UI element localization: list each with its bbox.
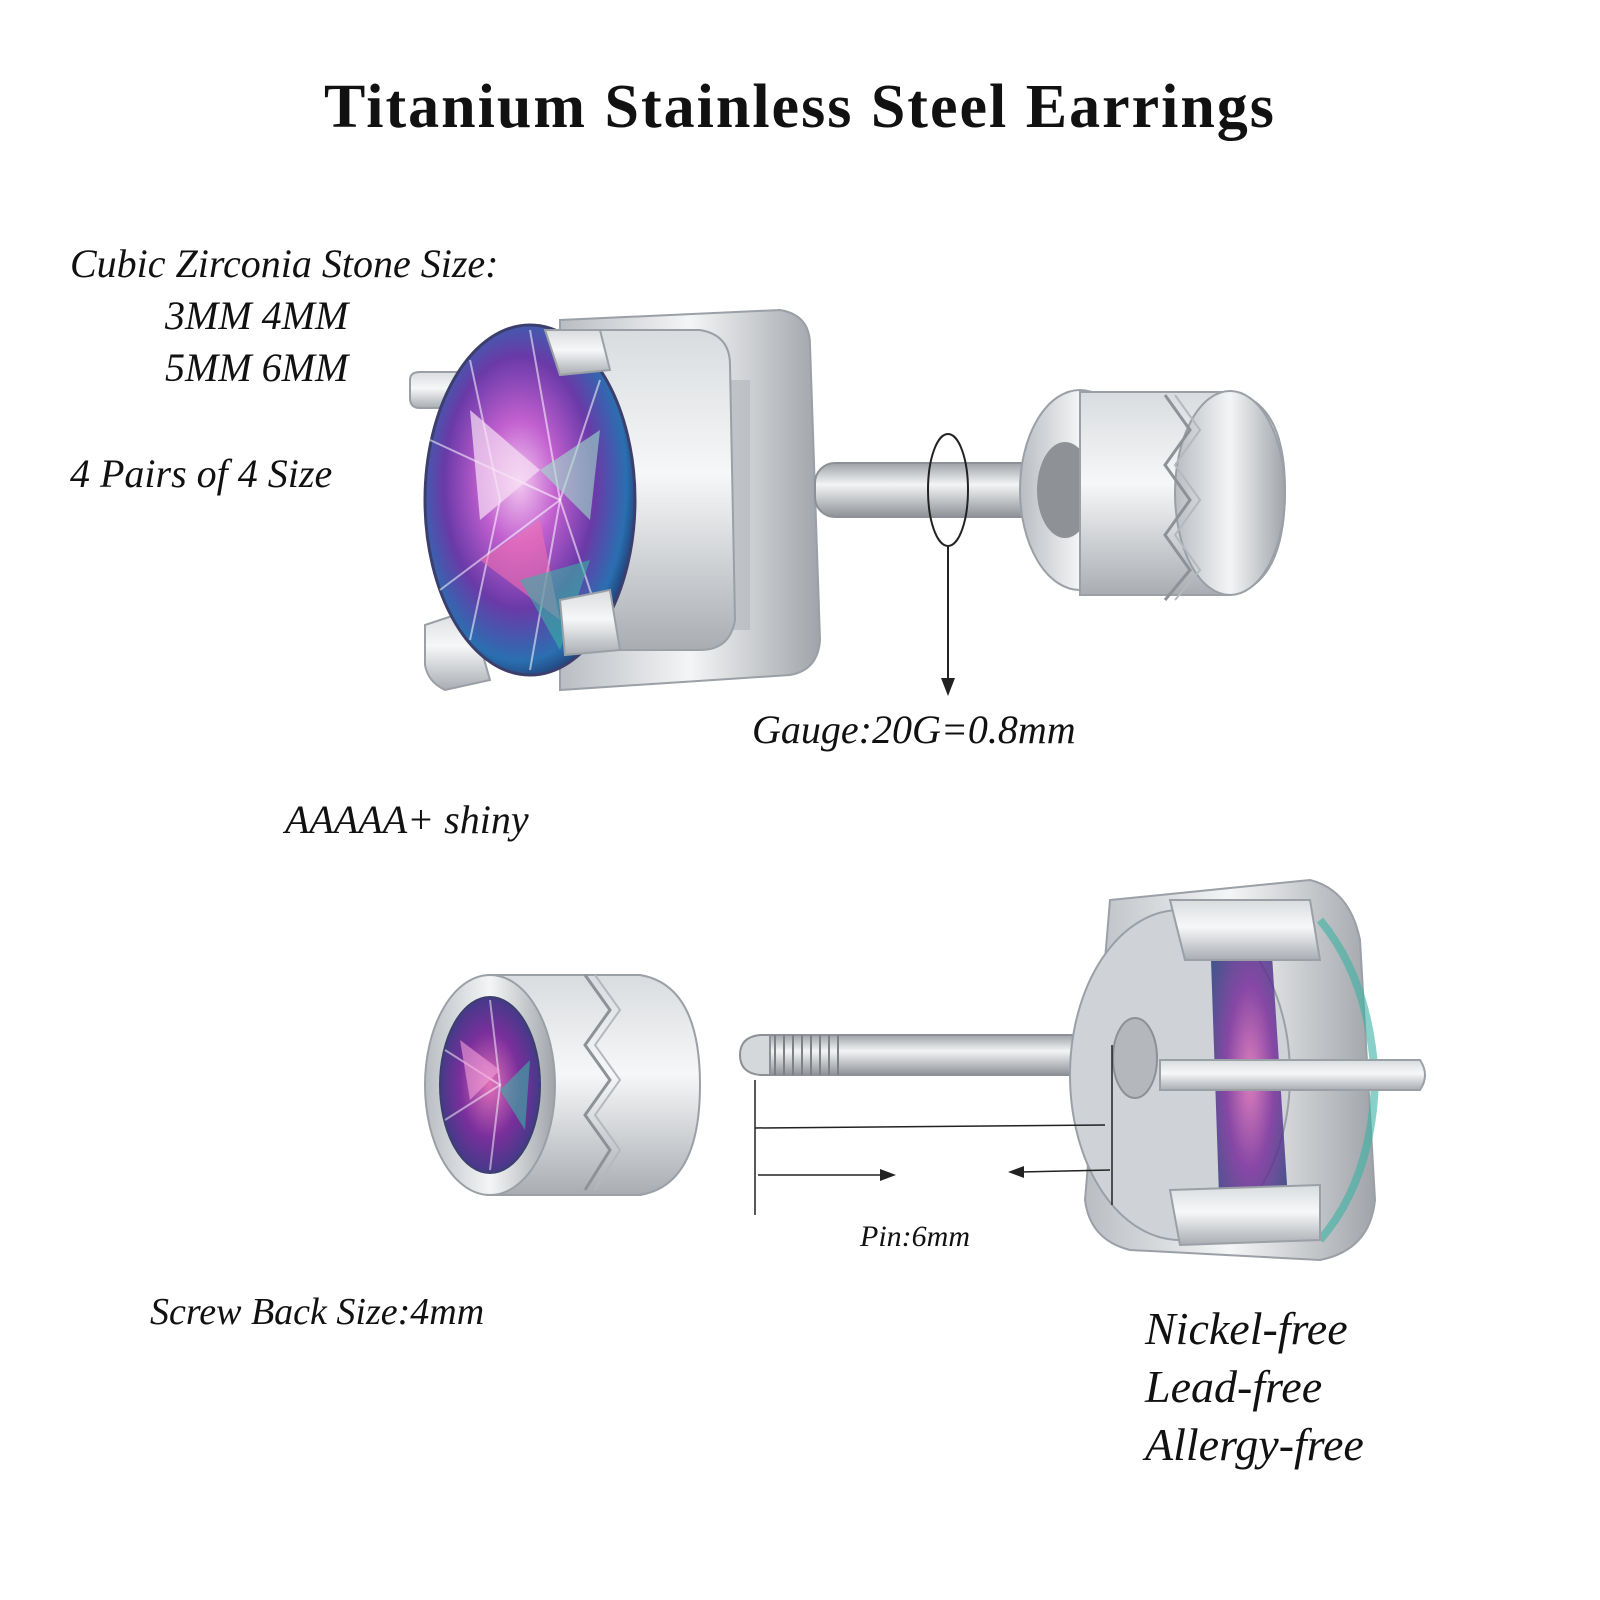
pin-length-label: Pin:6mm [860, 1220, 970, 1253]
pairs-label: 4 Pairs of 4 Size [70, 451, 333, 496]
shine-label: AAAAA+ shiny [285, 797, 529, 842]
feature-lead-free: Lead-free [1145, 1361, 1323, 1412]
features-list: Nickel-free Lead-free Allergy-free [1145, 1300, 1364, 1474]
bottom-earring [424, 878, 1426, 1262]
feature-allergy-free: Allergy-free [1145, 1419, 1364, 1470]
screw-back-label: Screw Back Size:4mm [150, 1291, 485, 1333]
top-earring [409, 308, 1287, 696]
page-title: Titanium Stainless Steel Earrings [324, 73, 1276, 141]
stone-size-heading: Cubic Zirconia Stone Size: [70, 241, 499, 286]
stone-size-line-1: 3MM 4MM [165, 293, 349, 338]
feature-nickel-free: Nickel-free [1145, 1303, 1348, 1354]
stone-size-line-2: 5MM 6MM [165, 345, 349, 390]
gauge-label: Gauge:20G=0.8mm [752, 707, 1076, 752]
